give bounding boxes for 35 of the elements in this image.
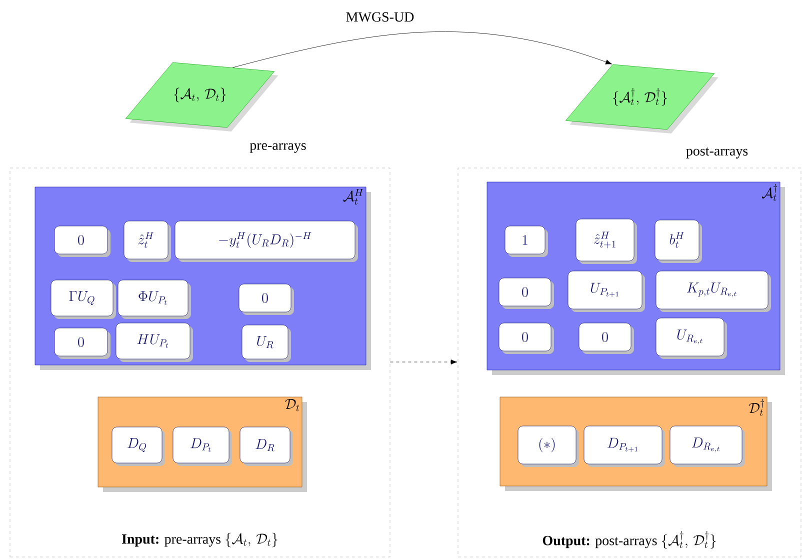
panel-caption: Output: post-arrays $\{\mathcal{A}_t^\dagger,\, \mathcal{D}_t^\dagger\}$	[542, 531, 716, 549]
edge-label: MWGS-UD	[346, 12, 414, 22]
matrix-cell: $0$	[578, 322, 634, 354]
matrix-cell: $(*)$	[518, 426, 579, 467]
data-parallelogram: $\{\mathcal{A}_t,\, \mathcal{D}_t\}$	[125, 62, 278, 132]
matrix-cell: $U_{P_{t+1}}$	[568, 270, 645, 312]
dashed-panel	[458, 168, 802, 558]
matrix-cell: $U_{R_{e,t}}$	[656, 318, 727, 359]
matrix-cell: $-y_t^H(U_R D_R)^{-H}$	[174, 220, 358, 262]
matrix-cell: $0$	[54, 328, 110, 359]
matrix-cell: $0$	[498, 278, 554, 309]
panel-caption: Input: pre-arrays $\{\mathcal{A}_t,\, \mathcal{D}_t\}$	[122, 532, 278, 548]
matrix-cell: $H U_{P_t}$	[116, 322, 193, 362]
data-parallelogram: $\{\mathcal{A}_t^\dagger,\, \mathcal{D}_t^\dagger\}$	[565, 64, 718, 134]
matrix-cell: $D_{P_{t+1}}$	[584, 426, 665, 467]
matrix-cell: $1$	[504, 226, 548, 257]
matrix-cell: $\Gamma U_Q$	[50, 280, 116, 319]
matrix-cell: $D_{P_t}$	[172, 426, 232, 466]
matrix-cell: $\hat{z}_t^H$	[124, 220, 171, 262]
node-label: pre-arrays	[250, 143, 306, 153]
matrix-cell: $0$	[54, 226, 110, 257]
arrow	[390, 360, 458, 364]
matrix-cell: $D_{R_{e,t}}$	[670, 426, 746, 467]
arrow	[232, 32, 612, 68]
matrix-cell: $U_R$	[242, 324, 291, 362]
matrix-cell: $\hat{z}_{t+1}^H$	[576, 218, 637, 264]
matrix-cell: $\Phi U_{P_t}$	[118, 280, 191, 319]
dashed-panel	[10, 168, 390, 558]
matrix-cell: $D_R$	[240, 426, 293, 466]
matrix-cell: $D_Q$	[112, 426, 165, 466]
matrix-cell: $0$	[238, 284, 294, 315]
node-label: post-arrays	[686, 148, 748, 158]
matrix-cell: $0$	[498, 322, 554, 354]
matrix-cell: $b_t^H$	[654, 220, 702, 263]
matrix-cell: $K_{p,t}U_{R_{e,t}}$	[656, 270, 771, 312]
